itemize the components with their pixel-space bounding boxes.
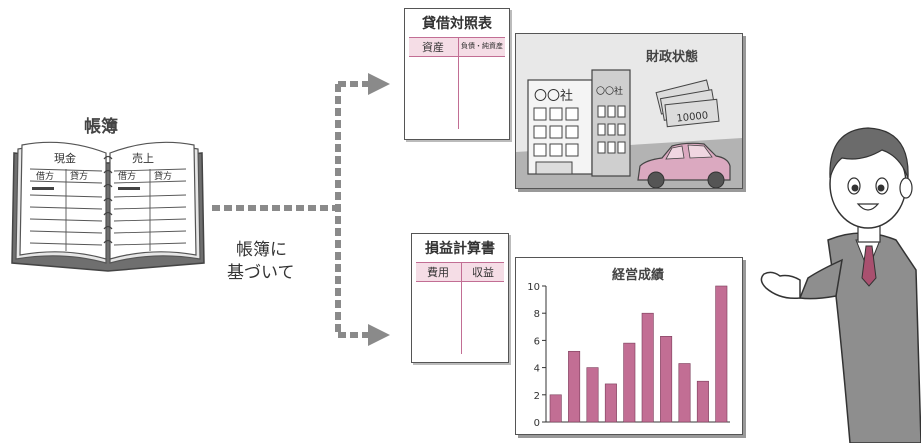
chart-bar bbox=[604, 383, 617, 423]
balance-sheet-divider bbox=[458, 37, 459, 129]
building-sign-side: 〇〇社 bbox=[596, 85, 623, 97]
banknote-value: 10000 bbox=[676, 110, 709, 124]
chart-y-tick-label: 8 bbox=[534, 309, 540, 320]
chart-bar bbox=[623, 342, 636, 423]
ledger-left-credit: 貸方 bbox=[70, 170, 88, 182]
ledger-right-credit: 貸方 bbox=[154, 170, 172, 182]
businessman-illustration bbox=[760, 127, 921, 443]
arrow-head-top bbox=[368, 73, 390, 95]
chart-title: 経営成績 bbox=[612, 268, 665, 283]
ledger-right-debit: 借方 bbox=[118, 170, 136, 182]
building-sign-main: 〇〇社 bbox=[534, 88, 573, 104]
balance-sheet-col-liabilities: 負債・純資産 bbox=[461, 42, 503, 50]
balance-sheet-header-row bbox=[409, 37, 505, 57]
ledger-right-header: 売上 bbox=[132, 152, 154, 165]
income-statement-title: 損益計算書 bbox=[425, 241, 495, 257]
income-statement-header-row bbox=[416, 262, 504, 282]
chart-bar bbox=[568, 350, 581, 423]
chart-bar bbox=[660, 336, 673, 423]
financial-state-panel: 財政状態 〇〇社 〇〇社 10000 bbox=[515, 33, 743, 189]
ledger-left-header: 現金 bbox=[54, 151, 76, 165]
chart-bar bbox=[678, 363, 691, 423]
flow-label-line2: 基づいて bbox=[227, 263, 295, 283]
chart-bar bbox=[586, 367, 599, 423]
chart-y-tick-label: 4 bbox=[534, 364, 540, 375]
income-statement-col-revenue: 収益 bbox=[472, 266, 494, 279]
income-statement-col-expenses: 費用 bbox=[427, 266, 449, 279]
balance-sheet-card: 貸借対照表 資産 負債・純資産 bbox=[404, 8, 510, 140]
income-statement-card: 損益計算書 費用 収益 bbox=[411, 233, 509, 363]
ledger-left-debit: 借方 bbox=[36, 170, 54, 182]
ledger-title: 帳簿 bbox=[84, 117, 118, 137]
arrow-head-bottom bbox=[368, 324, 390, 346]
financial-state-title: 財政状態 bbox=[646, 50, 699, 65]
chart-y-tick-label: 6 bbox=[534, 336, 540, 347]
balance-sheet-title: 貸借対照表 bbox=[422, 16, 492, 32]
income-statement-divider bbox=[461, 262, 462, 354]
flow-label-line1: 帳簿に bbox=[236, 240, 287, 260]
chart-bar bbox=[715, 285, 728, 423]
chart-y-tick-label: 2 bbox=[534, 391, 540, 402]
performance-bar-chart: 0 2 4 6 8 10 bbox=[527, 282, 730, 429]
chart-y-tick-label: 0 bbox=[534, 418, 540, 429]
ledger-book-illustration: 現金 売上 借方 貸方 借方 貸方 bbox=[11, 141, 205, 272]
balance-sheet-col-assets: 資産 bbox=[422, 41, 444, 54]
chart-y-tick-label: 10 bbox=[527, 282, 540, 293]
chart-bar bbox=[549, 394, 562, 423]
chart-bar bbox=[641, 312, 654, 423]
office-building-scene: 〇〇社 〇〇社 10000 bbox=[516, 69, 742, 188]
chart-bar bbox=[696, 380, 709, 423]
performance-chart-panel: 経営成績 0 2 4 6 8 10 bbox=[515, 257, 743, 435]
